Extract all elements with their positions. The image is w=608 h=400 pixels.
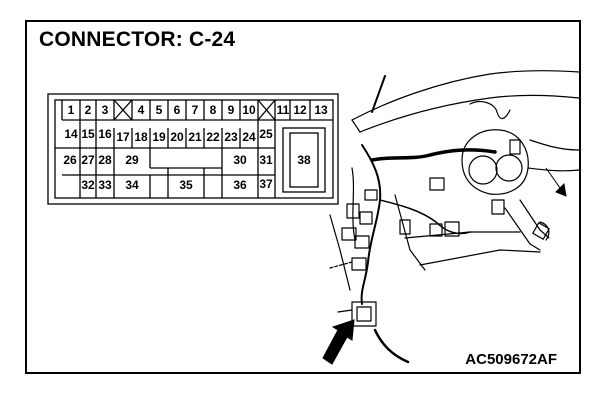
pin-33: 33: [98, 178, 112, 192]
pin-3: 3: [102, 103, 109, 117]
figure-code: AC509672AF: [465, 351, 557, 368]
pin-16: 16: [98, 127, 112, 141]
pin-27: 27: [81, 153, 95, 167]
pin-25: 25: [259, 127, 273, 141]
pin-26: 26: [63, 153, 77, 167]
pin-15: 15: [81, 127, 95, 141]
pin-34: 34: [125, 178, 139, 192]
pin-30: 30: [233, 153, 247, 167]
connector-title: CONNECTOR: C-24: [39, 28, 236, 51]
pin-17: 17: [116, 130, 130, 144]
connector-face: [47, 93, 339, 205]
connector-location-arrow: [322, 319, 355, 365]
pin-31: 31: [259, 153, 273, 167]
cluster-arrow: [545, 167, 567, 197]
pin-10: 10: [242, 103, 256, 117]
pin-36: 36: [233, 178, 247, 192]
pin-labels: 1 2 3 4 5 6 7 8 9 10 11 12 13 14 15 16 1…: [63, 103, 328, 192]
pin-21: 21: [188, 130, 202, 144]
pin-29: 29: [125, 153, 139, 167]
pin-9: 9: [228, 103, 235, 117]
pin-12: 12: [293, 103, 307, 117]
pin-19: 19: [152, 130, 166, 144]
pin-23: 23: [224, 130, 238, 144]
pin-4: 4: [138, 103, 145, 117]
pin-14: 14: [64, 127, 78, 141]
pin-35: 35: [179, 178, 193, 192]
pin-28: 28: [98, 153, 112, 167]
pin-22: 22: [206, 130, 220, 144]
pin-2: 2: [85, 103, 92, 117]
pin-7: 7: [192, 103, 199, 117]
dashboard-illustration: [329, 70, 580, 364]
pin-8: 8: [210, 103, 217, 117]
pin-11: 11: [277, 103, 290, 117]
pin-5: 5: [156, 103, 163, 117]
pin-1: 1: [68, 103, 75, 117]
pin-38: 38: [297, 153, 311, 167]
pin-6: 6: [174, 103, 181, 117]
pin-13: 13: [314, 103, 328, 117]
pin-32: 32: [81, 178, 95, 192]
diagram-frame: CONNECTOR: C-24 AC509672AF: [25, 20, 581, 374]
pin-24: 24: [242, 130, 256, 144]
pointer-arrows: [322, 167, 567, 365]
pin-18: 18: [134, 130, 148, 144]
pin-20: 20: [170, 130, 184, 144]
pin-37: 37: [259, 177, 273, 191]
